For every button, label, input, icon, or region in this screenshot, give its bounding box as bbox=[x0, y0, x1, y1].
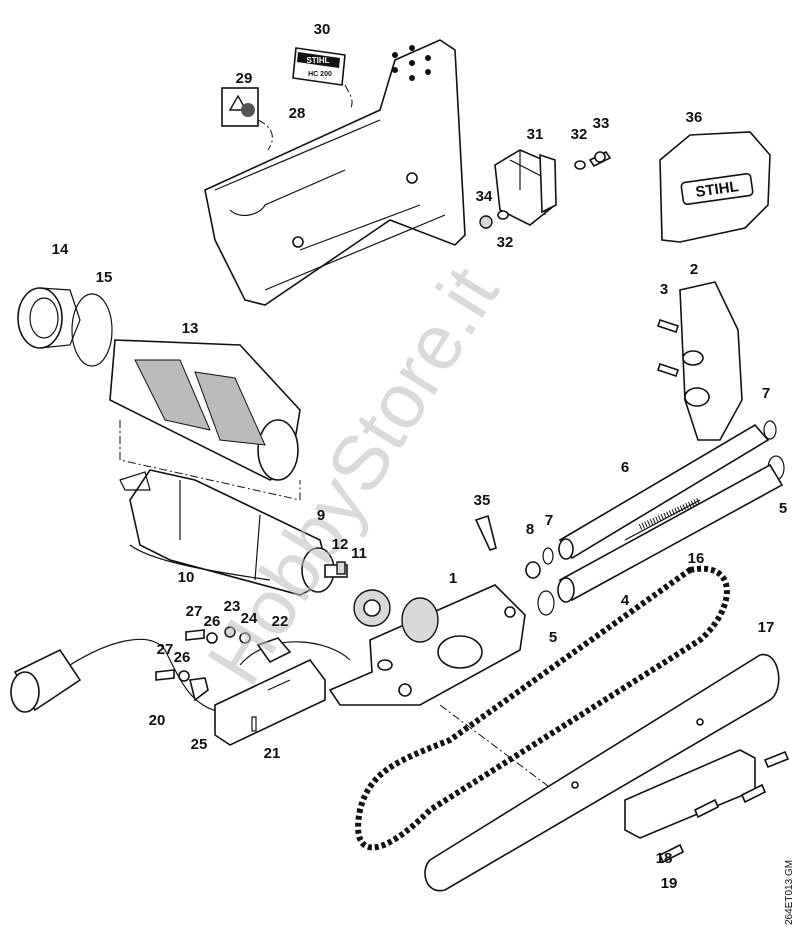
washer-part-8 bbox=[525, 561, 541, 579]
callout-32: 32 bbox=[571, 126, 588, 143]
warning-decal-part-29 bbox=[221, 87, 273, 151]
callout-2: 2 bbox=[690, 261, 698, 278]
callout-4: 4 bbox=[621, 592, 630, 609]
screw-part-33 bbox=[588, 150, 612, 168]
callout-5: 5 bbox=[779, 500, 787, 517]
bracket-part-25 bbox=[189, 677, 209, 702]
decal-part-30: STIHL HC 200 bbox=[292, 47, 353, 111]
bracket-part-2 bbox=[679, 281, 743, 441]
grip-sleeve-part-13 bbox=[109, 339, 301, 501]
callout-22: 22 bbox=[272, 613, 289, 630]
switch-plate-part-21 bbox=[214, 658, 326, 746]
callout-21: 21 bbox=[264, 745, 281, 762]
callout-23: 23 bbox=[224, 598, 241, 615]
callout-8: 8 bbox=[526, 521, 534, 538]
callout-13: 13 bbox=[182, 320, 199, 337]
nut-part-34 bbox=[479, 215, 493, 229]
callout-31: 31 bbox=[527, 126, 544, 143]
screw-part-3 bbox=[656, 318, 680, 378]
callout-26: 26 bbox=[204, 613, 221, 630]
cable-part-20 bbox=[10, 638, 351, 713]
cap-part-14 bbox=[17, 287, 81, 349]
sprocket-part-11 bbox=[353, 589, 391, 627]
callout-32: 32 bbox=[497, 234, 514, 251]
callout-11: 11 bbox=[351, 545, 367, 562]
callout-14: 14 bbox=[52, 241, 69, 258]
saw-chain-part-16 bbox=[355, 565, 730, 851]
callout-36: 36 bbox=[686, 109, 703, 126]
callout-25: 25 bbox=[191, 736, 208, 753]
callout-18: 18 bbox=[656, 850, 673, 867]
screw-part-27 bbox=[155, 629, 205, 681]
callout-24: 24 bbox=[241, 610, 258, 627]
callout-30: 30 bbox=[314, 21, 331, 38]
washer-part-32 bbox=[497, 160, 586, 220]
callout-28: 28 bbox=[289, 105, 306, 122]
callout-15: 15 bbox=[96, 269, 113, 286]
cover-part-36: STIHL bbox=[659, 131, 771, 243]
nut-part-23 bbox=[224, 626, 236, 638]
callout-12: 12 bbox=[332, 536, 349, 553]
callout-17: 17 bbox=[758, 619, 775, 636]
callout-33: 33 bbox=[593, 115, 610, 132]
o-ring-part-15 bbox=[71, 293, 113, 367]
callout-27: 27 bbox=[186, 603, 203, 620]
washer-part-24 bbox=[239, 632, 251, 644]
tube-part-4 bbox=[557, 463, 784, 603]
callout-1: 1 bbox=[449, 570, 457, 587]
decal-brand-text: STIHL bbox=[306, 56, 329, 65]
callout-27: 27 bbox=[157, 641, 174, 658]
callout-6: 6 bbox=[621, 459, 629, 476]
callout-20: 20 bbox=[149, 712, 166, 729]
callout-26: 26 bbox=[174, 649, 191, 666]
callout-19: 19 bbox=[661, 875, 678, 892]
washer-part-26 bbox=[178, 632, 218, 682]
callout-5: 5 bbox=[549, 629, 557, 646]
callout-9: 9 bbox=[317, 507, 325, 524]
callout-16: 16 bbox=[688, 550, 705, 567]
decal-model-text: HC 200 bbox=[308, 71, 332, 78]
cover-brand-text: STIHL bbox=[694, 178, 739, 201]
callout-7: 7 bbox=[762, 385, 770, 402]
housing-part-28 bbox=[204, 39, 466, 306]
guide-bar-part-17 bbox=[424, 654, 780, 892]
screw-part-19 bbox=[658, 750, 790, 864]
o-ring-part-7 bbox=[542, 420, 777, 565]
callout-labels: 30 29 28 31 32 33 36 34 32 14 15 13 2 3 … bbox=[52, 21, 788, 892]
pin-part-12 bbox=[336, 561, 346, 575]
callout-29: 29 bbox=[236, 70, 253, 87]
callout-34: 34 bbox=[476, 188, 493, 205]
drawing-code: 264ET013 GM bbox=[784, 860, 795, 925]
callout-3: 3 bbox=[660, 281, 668, 298]
callout-10: 10 bbox=[178, 569, 195, 586]
tube-part-6 bbox=[558, 423, 770, 560]
gear-housing-part-1 bbox=[328, 584, 526, 706]
callout-7: 7 bbox=[545, 512, 553, 529]
clamp-part-22 bbox=[256, 637, 292, 664]
screw-part-35 bbox=[474, 514, 497, 551]
callout-35: 35 bbox=[474, 492, 491, 509]
bracket-part-31 bbox=[494, 149, 557, 226]
